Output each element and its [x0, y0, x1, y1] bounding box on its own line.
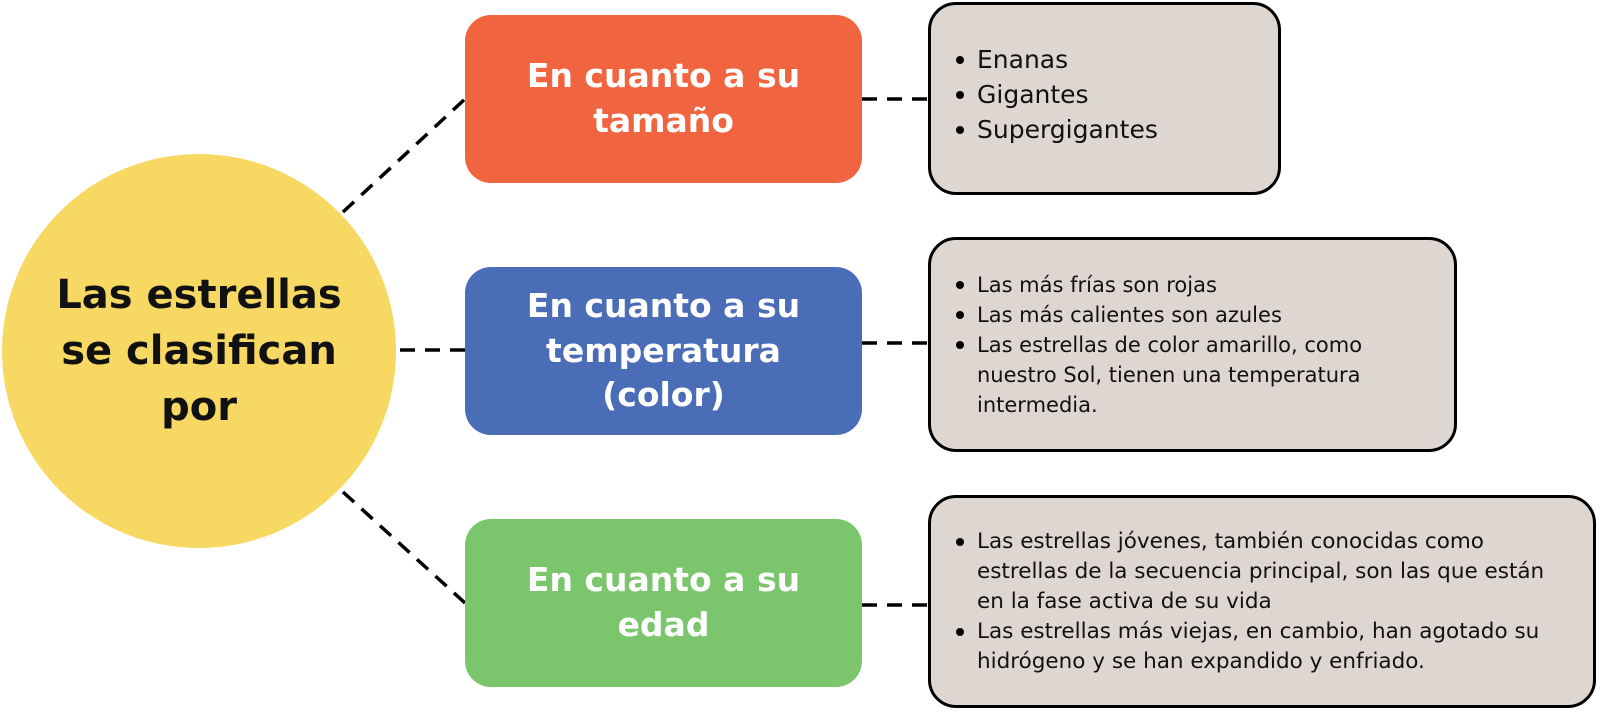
list-item: Gigantes	[953, 77, 1258, 112]
category-age: En cuanto a su edad	[465, 519, 862, 687]
detail-box-age: Las estrellas jóvenes, también conocidas…	[928, 495, 1596, 708]
list-item: Las más calientes son azules	[953, 300, 1434, 330]
detail-list-size: Enanas Gigantes Supergigantes	[953, 42, 1258, 147]
detail-list-age: Las estrellas jóvenes, también conocidas…	[953, 527, 1575, 677]
connector-root-age	[341, 490, 467, 605]
category-age-label: En cuanto a su edad	[526, 560, 801, 644]
category-size-label: En cuanto a su tamaño	[526, 56, 801, 140]
category-size: En cuanto a su tamaño	[465, 15, 862, 183]
detail-box-temperature: Las más frías son rojas Las más caliente…	[928, 237, 1457, 452]
root-node: Las estrellas se clasifican por	[2, 154, 396, 548]
list-item: Las estrellas de color amarillo, como nu…	[953, 330, 1434, 420]
detail-list-temperature: Las más frías son rojas Las más caliente…	[953, 270, 1434, 420]
list-item: Las más frías son rojas	[953, 270, 1434, 300]
list-item: Las estrellas más viejas, en cambio, han…	[953, 617, 1575, 677]
connector-root-size	[341, 97, 467, 214]
category-temperature-label: En cuanto a su temperatura (color)	[526, 286, 801, 415]
list-item: Las estrellas jóvenes, también conocidas…	[953, 527, 1575, 617]
root-label: Las estrellas se clasifican por	[56, 272, 342, 430]
category-temperature: En cuanto a su temperatura (color)	[465, 267, 862, 435]
detail-box-size: Enanas Gigantes Supergigantes	[928, 2, 1281, 195]
list-item: Enanas	[953, 42, 1258, 77]
list-item: Supergigantes	[953, 112, 1258, 147]
